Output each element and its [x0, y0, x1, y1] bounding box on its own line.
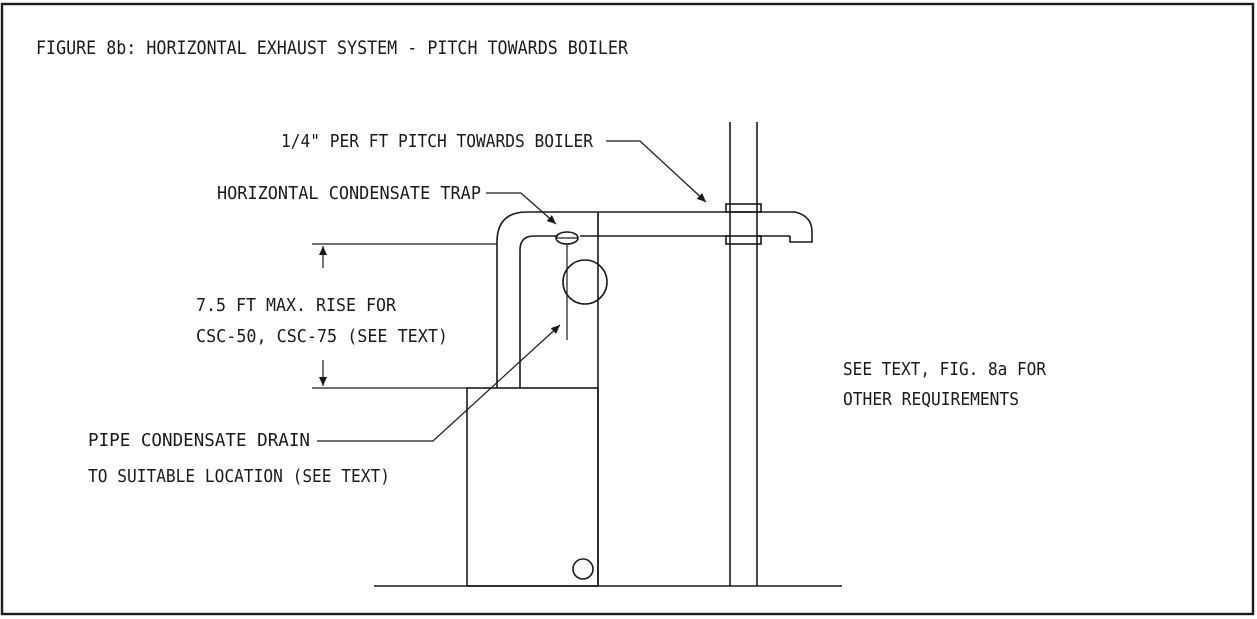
vertical-pipe — [729, 122, 758, 586]
exhaust-riser — [496, 211, 598, 388]
drain-label-line2: TO SUITABLE LOCATION (SEE TEXT) — [88, 466, 390, 487]
boiler-port — [572, 558, 594, 580]
drain-label-line1: PIPE CONDENSATE DRAIN — [88, 430, 310, 451]
figure-title: FIGURE 8b: HORIZONTAL EXHAUST SYSTEM - P… — [36, 37, 628, 59]
rise-dimension — [312, 243, 497, 389]
boiler-cabinet — [466, 387, 599, 587]
pitch-label: 1/4" PER FT PITCH TOWARDS BOILER — [281, 131, 593, 152]
rise-label-line1: 7.5 FT MAX. RISE FOR — [196, 295, 396, 316]
rise-label-line2: CSC-50, CSC-75 (SEE TEXT) — [196, 326, 448, 347]
see-text-line1: SEE TEXT, FIG. 8a FOR — [843, 359, 1046, 380]
see-text-line2: OTHER REQUIREMENTS — [843, 389, 1019, 410]
trap-leader — [486, 192, 557, 225]
condensate-trap — [555, 231, 579, 245]
wall-sleeve — [725, 203, 762, 245]
horizontal-exhaust-pipe — [580, 211, 813, 243]
drain-leader — [317, 324, 561, 442]
air-intake-circle — [562, 259, 608, 305]
pitch-leader — [606, 140, 707, 203]
trap-label: HORIZONTAL CONDENSATE TRAP — [217, 183, 481, 204]
